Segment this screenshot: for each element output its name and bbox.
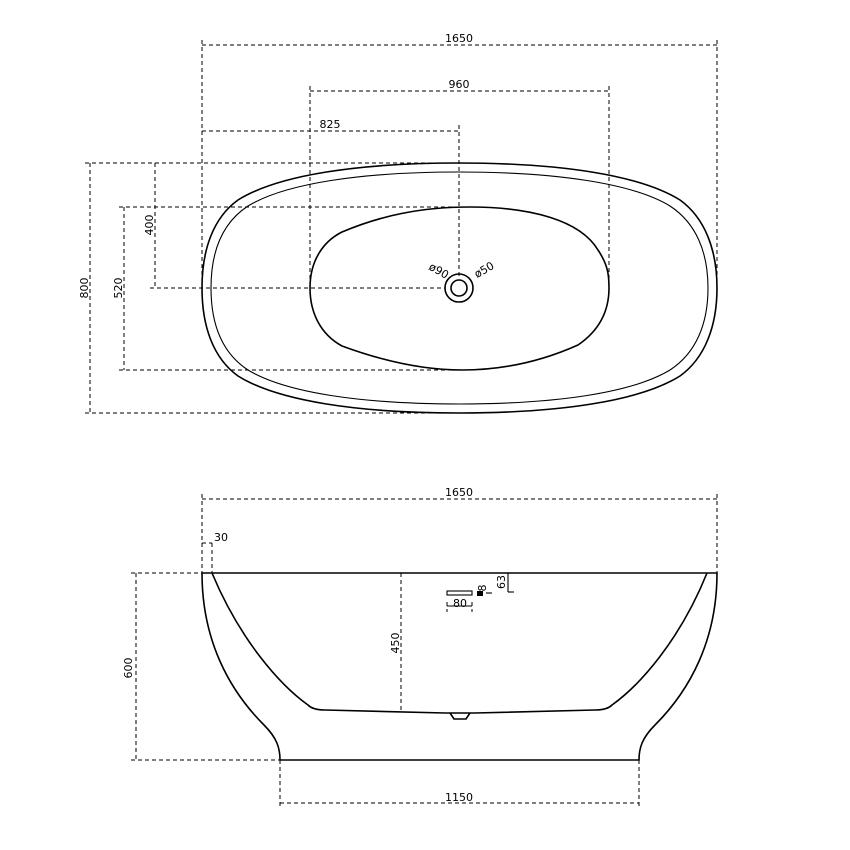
label-overall-width: 800	[78, 278, 91, 299]
label-basin-length: 960	[449, 78, 470, 91]
label-overflow-height: 8	[476, 585, 489, 592]
label-overall-length-side: 1650	[445, 486, 473, 499]
label-overall-length-top: 1650	[445, 32, 473, 45]
label-inner-depth: 450	[389, 633, 402, 654]
drain-inner	[450, 279, 468, 297]
tub-rim-inner-outline	[210, 171, 709, 405]
dimension-lines-top	[85, 40, 718, 414]
label-drain-to-edge: 400	[143, 215, 156, 236]
top-view: 1650 960 825 800 520 400 ø90 ø50	[78, 32, 718, 414]
overflow-detail	[446, 573, 514, 612]
drain-side	[449, 712, 471, 720]
label-drain-inner-diameter: ø50	[472, 259, 496, 281]
label-rim-thickness: 30	[214, 531, 228, 544]
label-overall-height: 600	[122, 658, 135, 679]
label-drain-offset: 825	[320, 118, 341, 131]
label-basin-width: 520	[112, 278, 125, 299]
side-view: 1650 30 8 63 80 450 600 1150	[122, 486, 718, 808]
dimension-lines-side	[131, 494, 718, 808]
label-base-length: 1150	[445, 791, 473, 804]
basin-outline	[309, 206, 610, 371]
tub-side-inner	[211, 572, 708, 714]
label-overflow-width: 80	[453, 597, 467, 610]
label-drain-outer-diameter: ø90	[427, 260, 451, 282]
drain-outer	[444, 273, 474, 303]
label-overflow-offset: 63	[495, 575, 508, 589]
